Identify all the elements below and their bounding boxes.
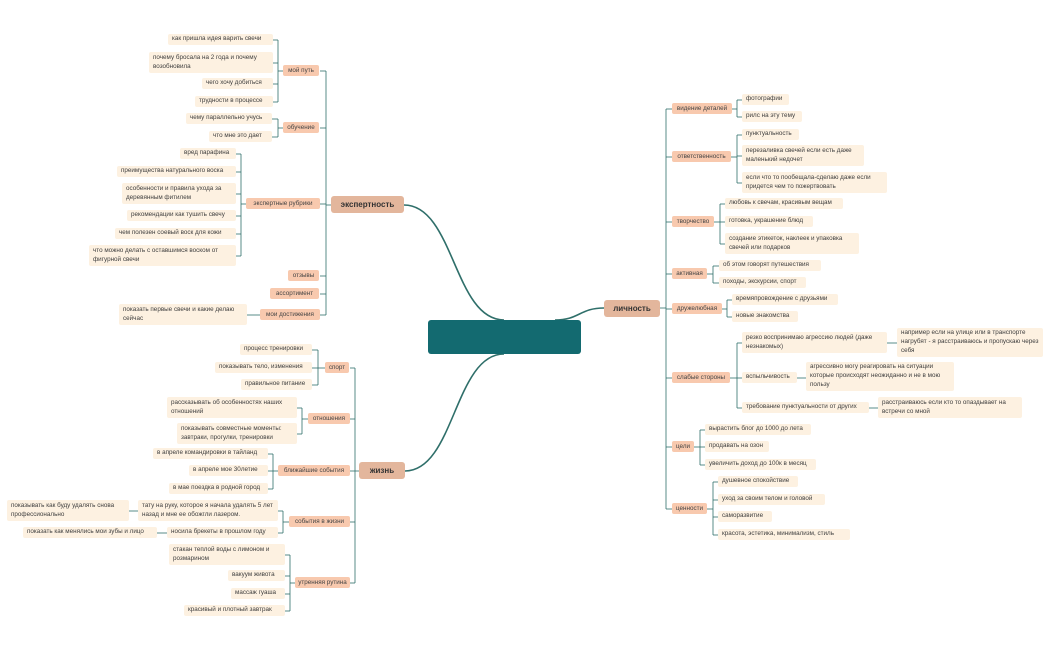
leaf-rubric-2[interactable]: преимущества натурального воска (117, 166, 236, 177)
leaf-goals-2[interactable]: продавать на озон (705, 441, 769, 452)
connector-line (554, 307, 605, 321)
leaf-details-2[interactable]: рилс на эту тему (742, 111, 802, 122)
topic-events[interactable]: ближайшие события (278, 465, 350, 476)
leaf-my-path-4[interactable]: трудности в процессе (195, 96, 273, 107)
leaf-morning-3[interactable]: массаж гуаша (231, 588, 285, 599)
leaf-weak-3[interactable]: требование пунктуальности от других (742, 402, 869, 413)
leaf-weak-1[interactable]: резко воспринимаю агрессию людей (даже н… (742, 332, 887, 353)
topic-life-events[interactable]: события в жизни (289, 516, 350, 527)
leaf-creativity-1[interactable]: любовь к свечам, красивым вещам (725, 198, 843, 209)
leaf-values-2[interactable]: уход за своим телом и головой (718, 494, 825, 505)
topic-morning[interactable]: утренняя рутина (295, 577, 350, 588)
leaf-values-3[interactable]: саморазвитие (718, 511, 772, 522)
topic-achievements[interactable]: мои достижения (260, 309, 320, 320)
leaf-values-1[interactable]: душевное спокойствие (718, 476, 798, 487)
leaf-learning-2[interactable]: что мне это дает (209, 131, 272, 142)
leaf-learning-1[interactable]: чему параллельно учусь (186, 113, 272, 124)
center-topic[interactable] (428, 320, 581, 354)
leaf-creativity-2[interactable]: готовка, украшение блюд (725, 216, 813, 227)
leaf-goals-3[interactable]: увеличить доход до 100к в месяц (705, 459, 816, 470)
leaf-friendly-1[interactable]: времяпровождение с друзьями (732, 294, 838, 305)
leaf-responsibility-2[interactable]: перезаливка свечей если есть даже малень… (742, 145, 864, 166)
leaf-rubric-1[interactable]: вред парафина (180, 148, 236, 159)
leaf-weak-1a[interactable]: например если на улице или в транспорте … (897, 328, 1043, 357)
leaf-responsibility-3[interactable]: если что то пообещала-сделаю даже если п… (742, 172, 887, 193)
leaf-weak-3a[interactable]: расстраиваюсь если кто то опаздывает на … (878, 397, 1022, 418)
leaf-events-1[interactable]: в апреле командировки в тайланд (153, 448, 268, 459)
leaf-weak-2a[interactable]: агрессивно могу реагировать на ситуации … (806, 362, 954, 391)
leaf-relations-2[interactable]: показывать совместные моменты: завтраки,… (177, 423, 297, 444)
topic-assortment[interactable]: ассортимент (270, 288, 319, 299)
connector-line (403, 204, 505, 321)
topic-my-path[interactable]: мой путь (283, 65, 319, 76)
leaf-events-2[interactable]: в апреле мое 30летие (189, 465, 268, 476)
topic-expert-rubrics[interactable]: экспертные рубрики (246, 198, 320, 209)
branch-life[interactable]: жизнь (359, 462, 405, 479)
leaf-my-path-2[interactable]: почему бросала на 2 года и почему возобн… (149, 52, 273, 73)
leaf-rubric-6[interactable]: что можно делать с оставшимся воском от … (89, 245, 236, 266)
topic-relations[interactable]: отношения (308, 413, 350, 424)
leaf-life-events-1[interactable]: тату на руку, которое я начала удалять 5… (138, 500, 278, 521)
leaf-sport-3[interactable]: правильное питание (241, 379, 312, 390)
topic-weak[interactable]: слабые стороны (672, 372, 730, 383)
leaf-life-events-2a[interactable]: показать как менялись мои зубы и лицо (23, 527, 157, 538)
leaf-morning-4[interactable]: красивый и плотный завтрак (184, 605, 285, 616)
leaf-my-path-1[interactable]: как пришла идея варить свечи (168, 34, 273, 45)
topic-creativity[interactable]: творчество (672, 216, 714, 227)
leaf-life-events-2[interactable]: носила брекеты в прошлом году (167, 527, 278, 538)
leaf-events-3[interactable]: в мае поездка в родной город (169, 483, 268, 494)
leaf-sport-2[interactable]: показывать тело, изменения (215, 362, 312, 373)
topic-goals[interactable]: цели (672, 441, 694, 452)
leaf-active-1[interactable]: об этом говорят путешествия (719, 260, 821, 271)
leaf-rubric-5[interactable]: чем полезен соевый воск для кожи (115, 228, 236, 239)
topic-responsibility[interactable]: ответственность (672, 151, 731, 162)
leaf-morning-2[interactable]: вакуум живота (228, 570, 285, 581)
connector-line (404, 353, 505, 472)
leaf-creativity-3[interactable]: создание этикеток, наклеек и упаковка св… (725, 233, 859, 254)
topic-details[interactable]: видение деталей (672, 103, 732, 114)
leaf-goals-1[interactable]: вырастить блог до 1000 до лета (705, 424, 811, 435)
leaf-sport-1[interactable]: процесс тренировки (240, 344, 312, 355)
leaf-values-4[interactable]: красота, эстетика, минимализм, стиль (718, 529, 850, 540)
leaf-life-events-1a[interactable]: показывать как буду удалять снова профес… (7, 500, 129, 521)
leaf-my-path-3[interactable]: чего хочу добиться (202, 78, 273, 89)
leaf-achievements-1[interactable]: показать первые свечи и какие делаю сейч… (119, 304, 247, 325)
branch-personality[interactable]: личность (604, 300, 660, 317)
leaf-weak-2[interactable]: вспыльчивость (742, 372, 797, 383)
topic-reviews[interactable]: отзывы (288, 270, 319, 281)
branch-expertise[interactable]: экспертность (331, 196, 404, 213)
leaf-morning-1[interactable]: стакан теплой воды с лимоном и розмарино… (169, 544, 285, 565)
topic-learning[interactable]: обучение (283, 122, 319, 133)
leaf-rubric-3[interactable]: особенности и правила ухода за деревянны… (122, 183, 236, 204)
leaf-relations-1[interactable]: рассказывать об особенностях наших отнош… (167, 397, 297, 418)
topic-friendly[interactable]: дружелюбная (672, 303, 722, 314)
topic-values[interactable]: ценности (672, 503, 707, 514)
leaf-details-1[interactable]: фотографии (742, 94, 789, 105)
topic-sport[interactable]: спорт (325, 362, 349, 373)
leaf-rubric-4[interactable]: рекомендации как тушить свечу (127, 210, 236, 221)
leaf-active-2[interactable]: походы, экскурсии, спорт (719, 277, 806, 288)
leaf-responsibility-1[interactable]: пунктуальность (742, 129, 799, 140)
topic-active[interactable]: активная (672, 268, 707, 279)
leaf-friendly-2[interactable]: новые знакомства (732, 311, 798, 322)
